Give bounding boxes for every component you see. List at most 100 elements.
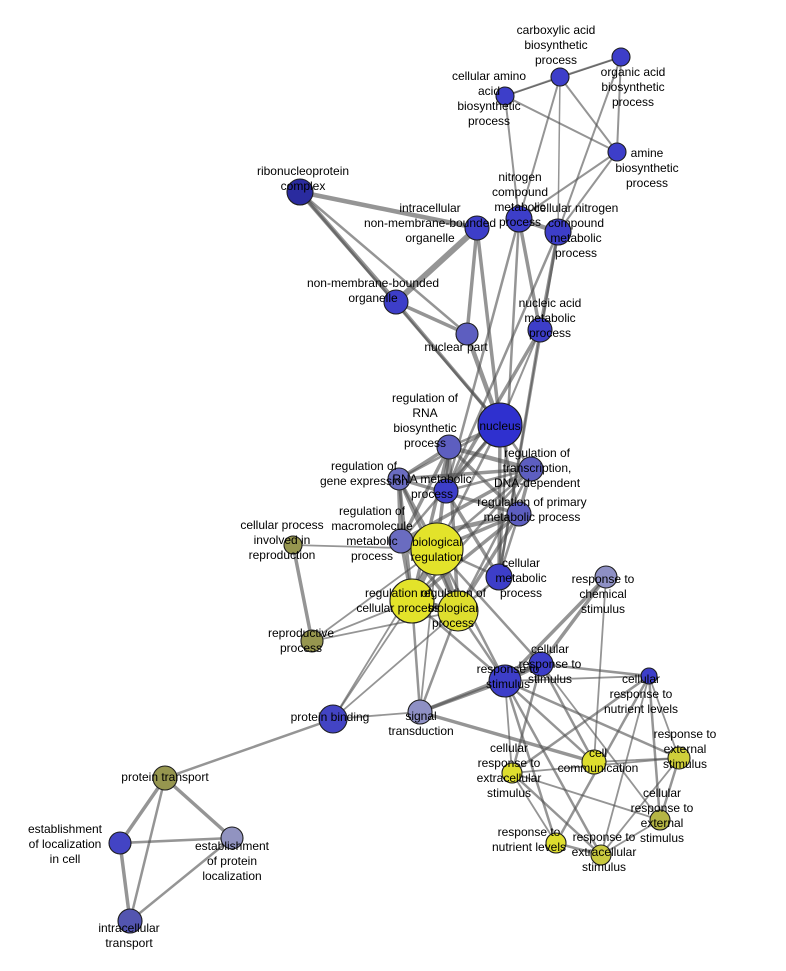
edge-nmbo--nucpart[interactable] bbox=[394, 300, 469, 336]
edge-nitro--nucac[interactable] bbox=[517, 217, 542, 332]
edge-rstim--rnutr[interactable] bbox=[503, 679, 558, 845]
edge-amine--cnitro[interactable] bbox=[557, 151, 618, 233]
edge-crstim--crnutr[interactable] bbox=[539, 662, 651, 678]
node-respchem[interactable] bbox=[594, 565, 618, 589]
edge-nucleus--cellmet[interactable] bbox=[497, 423, 502, 579]
node-rstim[interactable] bbox=[488, 664, 522, 698]
edge-carb--cnitro[interactable] bbox=[557, 76, 561, 233]
edge-estprot--intrans[interactable] bbox=[128, 836, 234, 923]
edge-pbind--regbio[interactable] bbox=[332, 610, 459, 720]
node-regrna[interactable] bbox=[436, 434, 462, 460]
edge-reggene--regprim[interactable] bbox=[397, 477, 521, 516]
node-org[interactable] bbox=[611, 47, 631, 67]
node-cnitro[interactable] bbox=[544, 218, 572, 246]
edge-amino--nitro[interactable] bbox=[504, 95, 520, 220]
edge-sigtrans--bioreg[interactable] bbox=[419, 548, 438, 713]
node-sigtrans[interactable] bbox=[407, 699, 433, 725]
node-amine[interactable] bbox=[607, 142, 627, 162]
edge-sigtrans--ccomm[interactable] bbox=[418, 710, 596, 764]
node-rext[interactable] bbox=[667, 746, 691, 770]
edge-crstim--respchem[interactable] bbox=[539, 575, 608, 666]
edge-crstim--sigtrans[interactable] bbox=[418, 662, 543, 714]
edge-nmbo--nucleus[interactable] bbox=[394, 300, 502, 427]
edge-rext--rextra[interactable] bbox=[600, 757, 680, 856]
edge-amine--nitro[interactable] bbox=[518, 151, 618, 220]
node-bioreg[interactable] bbox=[410, 522, 464, 576]
node-ptrans[interactable] bbox=[152, 765, 178, 791]
edge-regrna--regmacro[interactable] bbox=[399, 445, 451, 543]
edge-carb--amine[interactable] bbox=[559, 76, 618, 153]
node-regprim[interactable] bbox=[506, 501, 532, 527]
edge-org--cnitro[interactable] bbox=[557, 56, 622, 233]
node-nmbo[interactable] bbox=[383, 289, 409, 315]
edge-rstim--ccomm[interactable] bbox=[503, 679, 596, 764]
edge-rstim--rextra[interactable] bbox=[503, 679, 603, 857]
edge-crextra--crext[interactable] bbox=[511, 772, 661, 821]
edge-crstim--crext[interactable] bbox=[540, 663, 661, 821]
node-cellmet[interactable] bbox=[485, 563, 513, 591]
node-reggene[interactable] bbox=[387, 467, 411, 491]
edge-pbind--ptrans[interactable] bbox=[163, 717, 335, 780]
node-ccomm[interactable] bbox=[581, 749, 607, 775]
node-crstim[interactable] bbox=[528, 651, 554, 677]
edge-org--amine[interactable] bbox=[616, 56, 622, 153]
node-crnutr[interactable] bbox=[640, 667, 658, 685]
node-rextra[interactable] bbox=[590, 844, 612, 866]
edge-ptrans--intrans[interactable] bbox=[128, 776, 167, 923]
edge-crstim--crextra[interactable] bbox=[510, 662, 543, 775]
edge-inmbo--nucpart[interactable] bbox=[465, 226, 479, 336]
node-nucleus[interactable] bbox=[477, 402, 523, 448]
edge-rextra--crextra[interactable] bbox=[510, 771, 603, 857]
edge-rnutr--crextra[interactable] bbox=[511, 772, 557, 844]
edge-pbind--bioreg[interactable] bbox=[332, 548, 438, 720]
node-pbind[interactable] bbox=[318, 704, 348, 734]
edge-cprepro--repro[interactable] bbox=[291, 543, 314, 643]
edge-ribo--nucpart[interactable] bbox=[298, 190, 469, 336]
edge-carb--nitro[interactable] bbox=[518, 76, 561, 220]
edge-rnamet--cellmet[interactable] bbox=[444, 489, 501, 579]
node-rnamet[interactable] bbox=[433, 478, 459, 504]
node-carb[interactable] bbox=[550, 67, 570, 87]
node-crextra[interactable] bbox=[501, 762, 523, 784]
node-amino[interactable] bbox=[495, 86, 515, 106]
edge-crnutr--rext[interactable] bbox=[648, 675, 680, 759]
edge-rext--ccomm[interactable] bbox=[593, 757, 680, 763]
edge-repro--regbio[interactable] bbox=[311, 610, 459, 642]
node-inmbo[interactable] bbox=[464, 215, 490, 241]
edge-estloc--intrans[interactable] bbox=[118, 841, 132, 923]
node-cprepro[interactable] bbox=[283, 535, 303, 555]
edge-estloc--estprot[interactable] bbox=[118, 836, 234, 845]
edge-inmbo--nmbo[interactable] bbox=[393, 225, 480, 305]
edge-cnitro--rnamet[interactable] bbox=[444, 230, 560, 493]
node-regcell[interactable] bbox=[389, 578, 435, 624]
node-crext[interactable] bbox=[649, 809, 671, 831]
node-rnutr[interactable] bbox=[545, 832, 567, 854]
edge-rextra--crext[interactable] bbox=[600, 819, 661, 856]
edge-regrna--regtx[interactable] bbox=[446, 444, 534, 472]
edge-crnutr--crext[interactable] bbox=[647, 674, 662, 822]
node-regbio[interactable] bbox=[437, 590, 479, 632]
node-estloc[interactable] bbox=[108, 831, 132, 855]
edge-ribo--inmbo[interactable] bbox=[297, 189, 480, 231]
edge-pbind--regcell[interactable] bbox=[332, 600, 413, 720]
edge-rstim--crnutr[interactable] bbox=[504, 675, 650, 682]
node-nucpart[interactable] bbox=[455, 322, 479, 346]
node-nitro[interactable] bbox=[505, 205, 533, 233]
node-nucac[interactable] bbox=[527, 317, 553, 343]
edge-amino--amine[interactable] bbox=[504, 95, 618, 153]
node-repro[interactable] bbox=[300, 629, 324, 653]
edge-regtx--reggene[interactable] bbox=[397, 467, 533, 481]
edge-ptrans--estloc[interactable] bbox=[118, 776, 167, 845]
node-estprot[interactable] bbox=[220, 826, 244, 850]
edge-crnutr--rextra[interactable] bbox=[600, 675, 650, 856]
node-ribo[interactable] bbox=[286, 178, 314, 206]
edge-ptrans--estprot[interactable] bbox=[163, 776, 234, 840]
edge-regprim--regcell[interactable] bbox=[410, 512, 521, 603]
edge-regtx--rnamet[interactable] bbox=[444, 467, 533, 493]
edge-rstim--respchem[interactable] bbox=[503, 575, 608, 683]
node-regtx[interactable] bbox=[518, 456, 544, 482]
edge-crnutr--crextra[interactable] bbox=[510, 674, 651, 775]
node-intrans[interactable] bbox=[117, 908, 143, 934]
